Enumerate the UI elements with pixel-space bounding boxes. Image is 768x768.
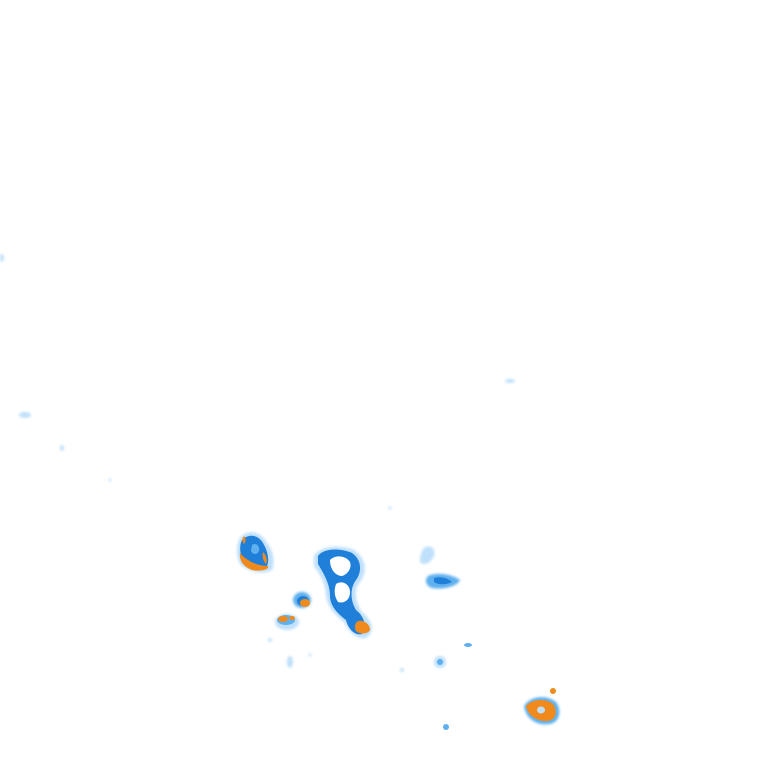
light-precip-specks [0, 254, 515, 672]
precip-cell-east-small [420, 546, 472, 730]
precip-cell-small-left [275, 614, 299, 630]
precip-cell-central [314, 546, 372, 639]
precip-cell-southeast [524, 688, 560, 725]
precip-cell-small-center-left [293, 592, 311, 608]
precip-cell-west [237, 532, 274, 573]
